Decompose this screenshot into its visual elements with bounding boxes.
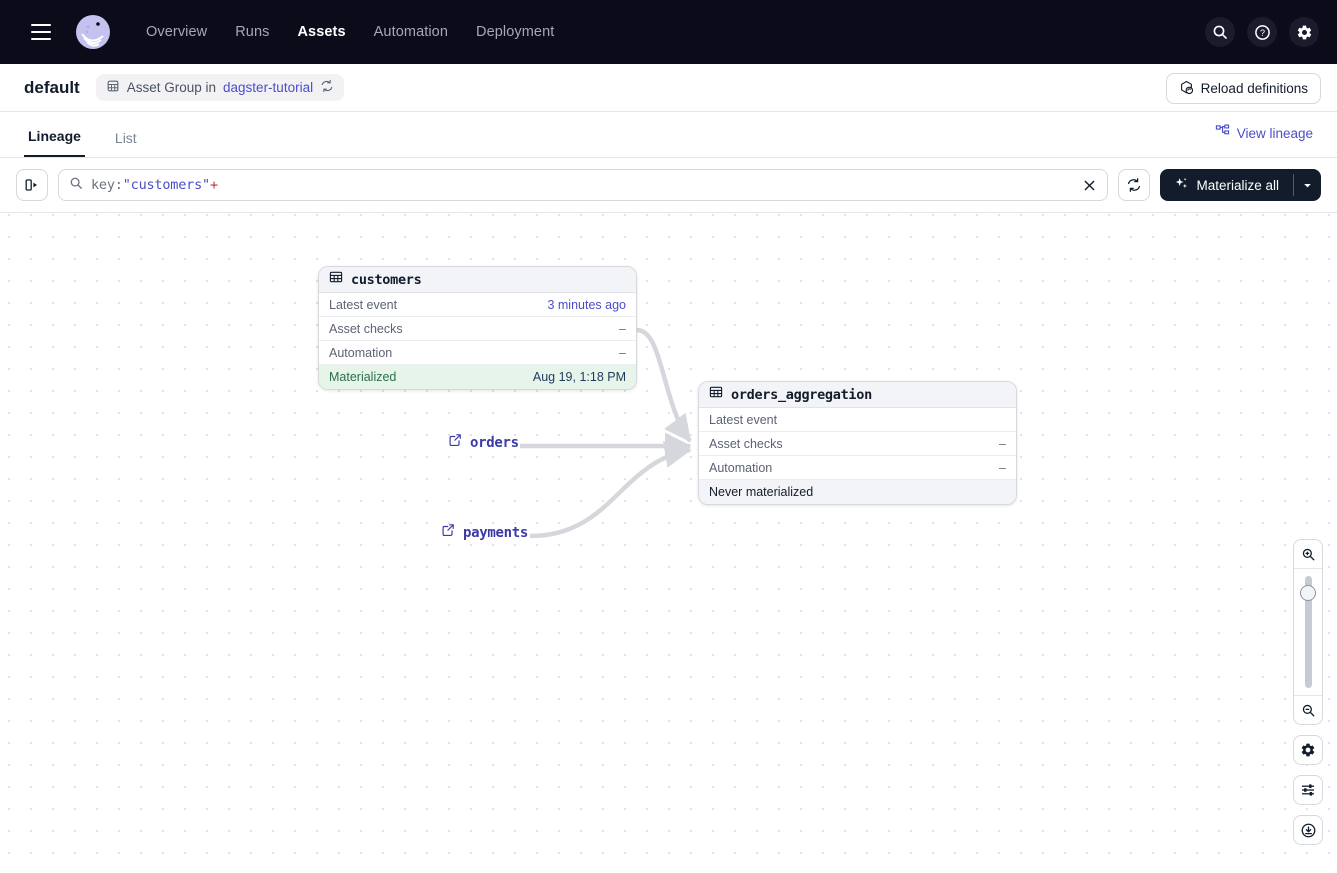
nav-links: Overview Runs Assets Automation Deployme… — [146, 24, 554, 40]
top-navigation-bar: Overview Runs Assets Automation Deployme… — [0, 0, 1337, 64]
reload-icon — [1179, 80, 1194, 98]
close-icon[interactable] — [1080, 176, 1099, 195]
search-icon[interactable] — [1205, 17, 1235, 47]
divider — [1293, 174, 1294, 196]
graph-icon — [1215, 124, 1230, 142]
materialize-all-label: Materialize all — [1196, 177, 1279, 193]
status-badge-materialized: Materialized Aug 19, 1:18 PM — [319, 365, 636, 389]
node-row-latest-event: Latest event 3 minutes ago — [319, 293, 636, 317]
nav-link-overview[interactable]: Overview — [146, 24, 208, 40]
zoom-out-icon[interactable] — [1294, 696, 1322, 724]
status-badge-never-materialized: Never materialized — [699, 480, 1016, 504]
gear-icon[interactable] — [1289, 17, 1319, 47]
chevron-down-icon[interactable] — [1294, 169, 1321, 201]
breadcrumb-bar: default Asset Group in dagster-tutorial … — [0, 64, 1337, 112]
asset-node-title: customers — [351, 271, 422, 288]
zoom-slider-rail — [1304, 576, 1312, 688]
row-value: – — [999, 460, 1006, 475]
materialize-all-button[interactable]: Materialize all — [1160, 169, 1293, 201]
nav-link-automation[interactable]: Automation — [373, 24, 449, 40]
sync-icon[interactable] — [320, 79, 334, 96]
row-value: – — [619, 345, 626, 360]
nav-link-deployment[interactable]: Deployment — [476, 24, 555, 40]
view-lineage-link[interactable]: View lineage — [1215, 124, 1313, 142]
row-value: – — [999, 436, 1006, 451]
asset-group-prefix: Asset Group in — [126, 80, 217, 95]
table-icon — [709, 385, 723, 404]
zoom-in-icon[interactable] — [1294, 540, 1322, 568]
latest-event-link[interactable]: 3 minutes ago — [547, 297, 626, 312]
zoom-slider-handle[interactable] — [1300, 585, 1316, 601]
external-asset-label: payments — [463, 524, 529, 541]
query-value: "customers" — [122, 177, 210, 193]
external-link-icon — [441, 523, 455, 542]
query-operator: + — [209, 177, 218, 193]
row-value: – — [619, 321, 626, 336]
gear-icon[interactable] — [1293, 735, 1323, 765]
row-label: Automation — [329, 345, 393, 360]
external-asset-label: orders — [470, 434, 519, 451]
asset-node-header: orders_aggregation — [699, 382, 1016, 408]
nav-icon-group: ? — [1205, 0, 1319, 64]
hamburger-icon[interactable] — [24, 15, 58, 49]
asset-group-icon — [106, 79, 120, 96]
query-key: key: — [91, 177, 123, 193]
graph-edges — [520, 327, 692, 539]
reload-definitions-label: Reload definitions — [1200, 81, 1308, 96]
external-link-icon — [448, 433, 462, 452]
panel-expand-icon[interactable] — [16, 169, 48, 201]
edge-payments-to-orders-aggregation — [529, 440, 692, 539]
page-title: default — [24, 77, 80, 97]
reload-definitions-button[interactable]: Reload definitions — [1165, 73, 1321, 104]
asset-node-orders-aggregation[interactable]: orders_aggregation Latest event Asset ch… — [698, 381, 1017, 505]
search-input[interactable]: key:"customers"+ — [58, 169, 1109, 201]
dagster-logo[interactable] — [72, 11, 114, 53]
divider — [1294, 568, 1322, 569]
node-row-asset-checks: Asset checks – — [319, 317, 636, 341]
tab-bar: Lineage List View lineage — [0, 112, 1337, 158]
divider — [1294, 695, 1322, 696]
asset-node-title: orders_aggregation — [731, 386, 872, 403]
row-label: Automation — [709, 460, 773, 475]
node-row-automation: Automation – — [319, 341, 636, 365]
asset-group-pill[interactable]: Asset Group in dagster-tutorial — [95, 74, 345, 101]
edge-customers-to-orders-aggregation — [636, 327, 692, 443]
help-icon[interactable]: ? — [1247, 17, 1277, 47]
external-asset-orders[interactable]: orders — [448, 433, 519, 452]
lineage-graph-canvas[interactable]: customers Latest event 3 minutes ago Ass… — [0, 214, 1337, 873]
nav-link-assets[interactable]: Assets — [297, 24, 346, 40]
status-label: Never materialized — [709, 485, 814, 499]
tab-list[interactable]: List — [114, 130, 137, 146]
code-location-link[interactable]: dagster-tutorial — [223, 80, 314, 95]
tab-lineage[interactable]: Lineage — [24, 128, 85, 157]
node-row-asset-checks: Asset checks – — [699, 432, 1016, 456]
node-row-latest-event: Latest event — [699, 408, 1016, 432]
zoom-slider[interactable] — [1294, 569, 1322, 695]
asset-node-header: customers — [319, 267, 636, 293]
graph-toolbar: key:"customers"+ Materialize all — [0, 158, 1337, 213]
materialize-all-group: Materialize all — [1160, 169, 1321, 201]
row-label: Asset checks — [709, 436, 783, 451]
status-timestamp: Aug 19, 1:18 PM — [532, 370, 626, 384]
search-query: key:"customers"+ — [91, 177, 218, 193]
external-asset-payments[interactable]: payments — [441, 523, 528, 542]
zoom-controls — [1293, 539, 1323, 845]
view-lineage-label: View lineage — [1236, 125, 1313, 141]
sparkles-icon — [1174, 176, 1189, 194]
status-label: Materialized — [329, 370, 397, 384]
download-circle-icon[interactable] — [1293, 815, 1323, 845]
search-icon — [69, 176, 83, 195]
asset-node-customers[interactable]: customers Latest event 3 minutes ago Ass… — [318, 266, 637, 390]
svg-text:?: ? — [1259, 28, 1264, 38]
row-label: Latest event — [329, 297, 398, 312]
refresh-icon[interactable] — [1118, 169, 1151, 201]
nav-link-runs[interactable]: Runs — [235, 24, 270, 40]
row-label: Latest event — [709, 412, 778, 427]
zoom-slider-box — [1293, 539, 1323, 725]
node-row-automation: Automation – — [699, 456, 1016, 480]
table-icon — [329, 270, 343, 289]
sliders-icon[interactable] — [1293, 775, 1323, 805]
row-label: Asset checks — [329, 321, 403, 336]
